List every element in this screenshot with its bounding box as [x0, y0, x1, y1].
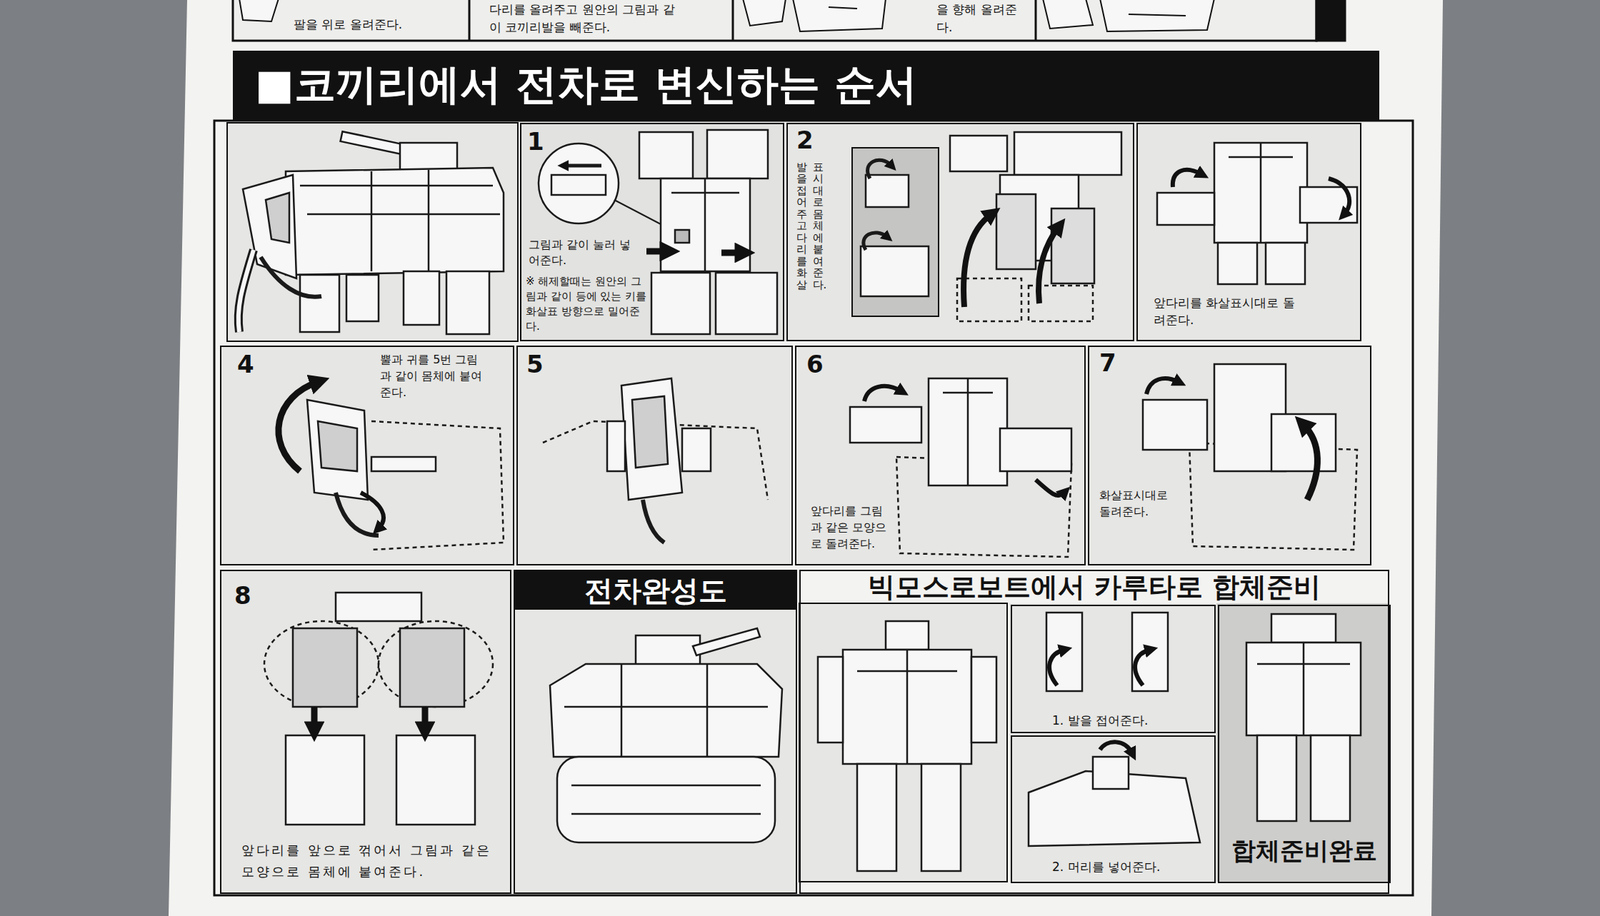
strip-box: 팔을 위로 올려준다. [232, 0, 470, 41]
step-caption: 1. 발을 접어준다. [1052, 713, 1148, 728]
step-panel: 앞다리를 화살표시대로 돌려준다. [1136, 122, 1362, 342]
step4-illustration [278, 382, 504, 550]
step7-illustration [1142, 364, 1358, 550]
step-number: 5 [526, 350, 544, 380]
panel-grounds [214, 120, 1413, 896]
instruction-text: 앞다리를 그림 과 같은 모양으 로 돌려준다. [810, 502, 891, 553]
step5-illustration [542, 378, 768, 543]
title-band [232, 50, 1380, 121]
step-number: 2 [796, 125, 814, 155]
step-panel: 6 앞다리를 그림 과 같은 모양으 로 돌려준다. [795, 345, 1086, 566]
top-strip [232, 0, 1345, 41]
combine-step-illustrations [1028, 612, 1361, 847]
instruction-text: 을 향해 올려준 다. [936, 0, 1026, 37]
step8-illustration [264, 592, 493, 825]
combine-section: 빅모스로보트에서 카루타로 합체준비 1. 발을 접어준다. 2. 머리를 넣어준다… [799, 570, 1390, 895]
combine-result: 합체준비완료 [1217, 605, 1391, 884]
instruction-text: 뿔과 귀를 5번 그림과 같이 몸체에 붙여준다. [380, 351, 485, 401]
step-panel: 7 화살표시대로 돌려준다. [1087, 345, 1372, 566]
step-number: 1 [527, 127, 545, 157]
vertical-instruction: 발을 접어주고 다리를 화살표시대로 몸체에 붙여준다. [796, 161, 825, 292]
strip-box: 을 향해 올려준 다. [732, 0, 1036, 41]
elephant-illustration [238, 131, 504, 335]
step-panel: 5 [516, 345, 793, 566]
step-number: 6 [806, 350, 824, 380]
tank-illustration [550, 628, 783, 843]
instruction-text: 앞다리를 앞으로 꺾어서 그림과 같은 모양으로 몸체에 붙여준다. [241, 840, 499, 883]
strip-box: 다리를 올려주고 원안의 그림과 같이 코끼리발을 빼준다. [469, 0, 733, 41]
robot-illustration [817, 621, 997, 872]
step-number: 7 [1099, 348, 1117, 378]
step-panel: 2 발을 접어주고 다리를 화살표시대로 몸체에 붙여준다. [786, 122, 1135, 342]
note-text: ※ 해제할때는 원안의 그림과 같이 등에 있는 키를 화살표 방향으로 밀어준… [525, 274, 648, 335]
instruction-text: 그림과 같이 눌러 넣어준다. [528, 237, 633, 269]
combine-step: 2. 머리를 넣어준다. [1010, 735, 1216, 884]
instruction-text: 다리를 올려주고 원안의 그림과 같이 코끼리발을 빼준다. [489, 0, 679, 37]
section-heading: 빅모스로보트에서 카루타로 합체준비 [800, 571, 1388, 605]
step-panel: 1 그림과 같이 눌러 넣어준다. ※ 해제할때는 원안의 그림과 같이 등에 있는… [520, 122, 785, 342]
combine-step: 1. 발을 접어준다. [1010, 605, 1216, 734]
step-panel: 8 앞다리를 앞으로 꺾어서 그림과 같은 모양으로 몸체에 붙여준다. [220, 570, 512, 895]
step1-illustration [538, 130, 778, 335]
step-caption: 2. 머리를 넣어준다. [1052, 860, 1160, 875]
step-panel: 4 뿔과 귀를 5번 그림과 같이 몸체에 붙여준다. [220, 345, 515, 566]
result-caption: 합체준비완료 [1219, 836, 1390, 866]
step-number: 8 [234, 581, 252, 611]
title-heading: ■코끼리에서 전차로 변신하는 순서 [255, 60, 918, 110]
panel-heading: 전차완성도 [515, 571, 796, 610]
step-number: 4 [237, 350, 255, 380]
step3-illustration [1157, 142, 1358, 285]
instruction-text: 앞다리를 화살표시대로 돌려준다. [1153, 294, 1297, 329]
result-panel: 전차완성도 [513, 570, 798, 895]
step2-illustration [860, 132, 1122, 322]
instruction-text: 화살표시대로 돌려준다. [1099, 487, 1180, 520]
instruction-text: 팔을 위로 올려준다. [293, 15, 458, 33]
